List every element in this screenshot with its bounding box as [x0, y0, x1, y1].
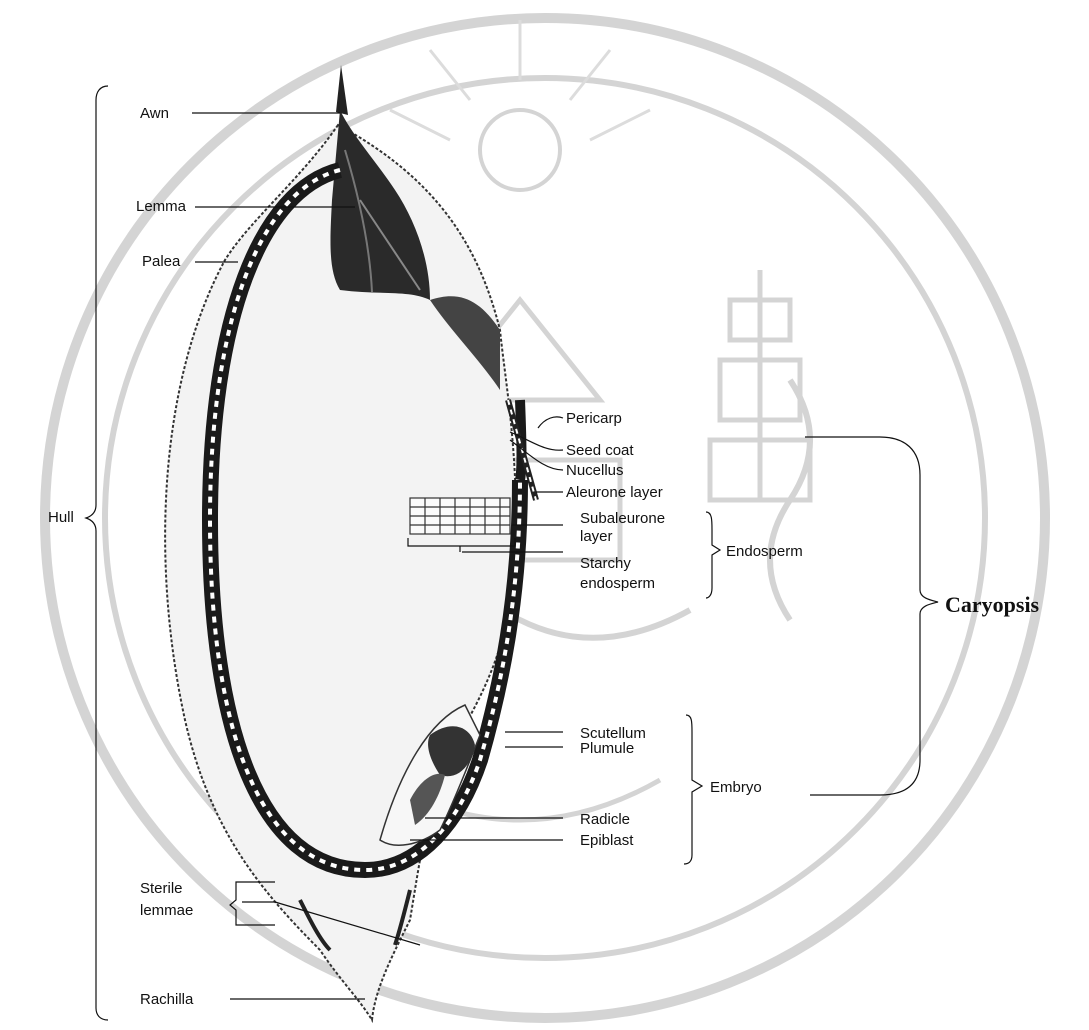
label-caryopsis: Caryopsis: [945, 592, 1040, 617]
label-plumule: Plumule: [580, 740, 634, 757]
awn-spike: [336, 65, 348, 115]
label-lemma: Lemma: [136, 198, 187, 215]
label-seed-coat: Seed coat: [566, 442, 634, 459]
caryopsis-brace: [805, 437, 938, 795]
label-starchy-2: endosperm: [580, 575, 655, 592]
label-subaleurone-2: layer: [580, 528, 613, 545]
label-radicle: Radicle: [580, 811, 630, 828]
label-pericarp: Pericarp: [566, 410, 622, 427]
endosperm-brace: [706, 512, 720, 598]
label-endosperm: Endosperm: [726, 543, 803, 560]
label-embryo: Embryo: [710, 779, 762, 796]
label-starchy-1: Starchy: [580, 555, 631, 572]
label-palea: Palea: [142, 253, 181, 270]
label-sterile-lemmae-2: lemmae: [140, 902, 193, 919]
label-nucellus: Nucellus: [566, 462, 624, 479]
embryo-brace: [684, 715, 702, 864]
label-awn: Awn: [140, 105, 169, 122]
label-rachilla: Rachilla: [140, 991, 194, 1008]
label-sterile-lemmae-1: Sterile: [140, 880, 183, 897]
subaleurone-block: [410, 498, 510, 534]
label-epiblast: Epiblast: [580, 832, 634, 849]
label-hull: Hull: [48, 509, 74, 526]
label-subaleurone-1: Subaleurone: [580, 510, 665, 527]
label-aleurone-layer: Aleurone layer: [566, 484, 663, 501]
